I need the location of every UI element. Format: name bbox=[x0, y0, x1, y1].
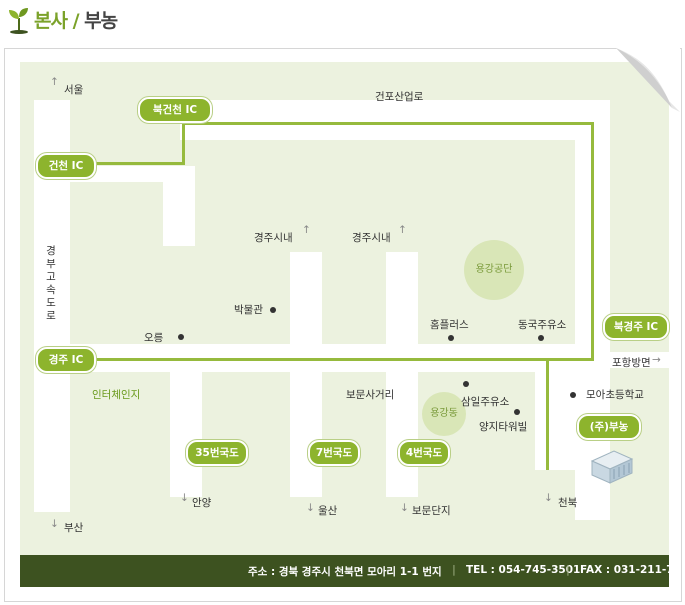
arrow-down-icon: ↓ bbox=[50, 518, 59, 530]
title-company: 본사 bbox=[34, 10, 68, 32]
label-expressway: 경부고속도로 bbox=[46, 245, 56, 322]
road-geoncheon bbox=[70, 166, 190, 182]
label-gyeongju-city-1: 경주시내 bbox=[254, 232, 293, 244]
arrow-down-icon: ↓ bbox=[306, 502, 315, 514]
sprout-icon bbox=[9, 8, 28, 34]
footer-fax: FAX : 031-211-7010 bbox=[580, 564, 685, 576]
pill-geoncheon-ic: 건천 IC bbox=[36, 153, 96, 179]
pill-route-7: 7번국도 bbox=[308, 440, 360, 466]
page-title: 본사 / 부농 bbox=[34, 6, 118, 33]
title-slash: / bbox=[72, 10, 80, 32]
location-map: 용강공단 용강동 북건천 IC 건천 IC 경주 IC 북경주 IC 35번국도… bbox=[20, 62, 669, 557]
label-bomun-street: 보문사거리 bbox=[346, 389, 395, 401]
pill-route-4: 4번국도 bbox=[398, 440, 450, 466]
label-interchange: 인터체인지 bbox=[92, 389, 141, 401]
arrow-down-icon: ↓ bbox=[180, 492, 189, 504]
arrow-right-icon: → bbox=[652, 354, 661, 366]
arrow-down-icon: ↓ bbox=[400, 502, 409, 514]
marker-yangji bbox=[514, 409, 520, 415]
pill-company: (주)부농 bbox=[577, 414, 641, 440]
label-pohang: 포항방면 bbox=[612, 357, 651, 369]
label-dongguk: 동국주유소 bbox=[518, 319, 567, 331]
footer-separator: | bbox=[452, 564, 456, 576]
contact-footer: 주소 : 경북 경주시 천북면 모아리 1-1 번지 | TEL : 054-7… bbox=[20, 555, 685, 587]
route-line-east bbox=[591, 122, 594, 361]
arrow-up-icon: ↑ bbox=[50, 76, 59, 88]
pill-gyeongju-ic: 경주 IC bbox=[36, 347, 96, 373]
road-short bbox=[163, 166, 195, 246]
label-gyeongju-city-2: 경주시내 bbox=[352, 232, 391, 244]
area-yonggang-dong: 용강동 bbox=[422, 392, 466, 436]
route-line-top bbox=[182, 122, 594, 125]
route-line-cheonbuk bbox=[546, 360, 549, 470]
label-seoul: 서울 bbox=[64, 84, 84, 96]
building-icon bbox=[590, 450, 634, 484]
footer-tel: TEL : 054-745-3501 bbox=[466, 564, 581, 576]
route-line-geoncheon bbox=[80, 162, 185, 165]
marker-moa-school bbox=[570, 392, 576, 398]
road-cheonbuk bbox=[535, 362, 575, 470]
marker-samil bbox=[463, 381, 469, 387]
road-pohang bbox=[610, 352, 669, 368]
page-curl-icon bbox=[616, 48, 680, 112]
label-yangji: 양지타워빌 bbox=[479, 421, 528, 433]
route-line-main bbox=[80, 358, 594, 361]
label-geonpo: 건포산업로 bbox=[375, 91, 424, 103]
label-bomun-danji: 보문단지 bbox=[412, 505, 451, 517]
arrow-up-icon: ↑ bbox=[398, 224, 407, 236]
label-oreung: 오릉 bbox=[144, 332, 164, 344]
label-samil: 삼일주유소 bbox=[461, 396, 510, 408]
arrow-up-icon: ↑ bbox=[302, 224, 311, 236]
label-ulsan: 울산 bbox=[318, 505, 338, 517]
label-museum: 박물관 bbox=[234, 304, 263, 316]
pill-bukgeoncheon-ic: 북건천 IC bbox=[138, 97, 212, 123]
marker-dongguk bbox=[538, 335, 544, 341]
title-name: 부농 bbox=[84, 10, 118, 32]
road-geonpo bbox=[180, 100, 610, 140]
arrow-down-icon: ↓ bbox=[544, 492, 553, 504]
marker-museum bbox=[270, 307, 276, 313]
pill-route-35: 35번국도 bbox=[186, 440, 248, 466]
marker-homeplus bbox=[448, 335, 454, 341]
label-homeplus: 홈플러스 bbox=[430, 319, 469, 331]
route-line-connector bbox=[182, 122, 185, 165]
page-header: 본사 / 부농 bbox=[0, 0, 685, 40]
label-cheonbuk: 천북 bbox=[558, 497, 578, 509]
label-busan: 부산 bbox=[64, 522, 84, 534]
footer-address: 주소 : 경북 경주시 천북면 모아리 1-1 번지 bbox=[248, 566, 442, 578]
pill-bukgyeongju-ic: 북경주 IC bbox=[603, 314, 669, 340]
area-yonggang-industrial: 용강공단 bbox=[464, 240, 524, 300]
marker-oreung bbox=[178, 334, 184, 340]
road-35 bbox=[170, 372, 202, 497]
label-anyang: 안양 bbox=[192, 497, 212, 509]
label-moa-school: 모아초등학교 bbox=[586, 389, 644, 401]
footer-separator: | bbox=[566, 564, 570, 576]
